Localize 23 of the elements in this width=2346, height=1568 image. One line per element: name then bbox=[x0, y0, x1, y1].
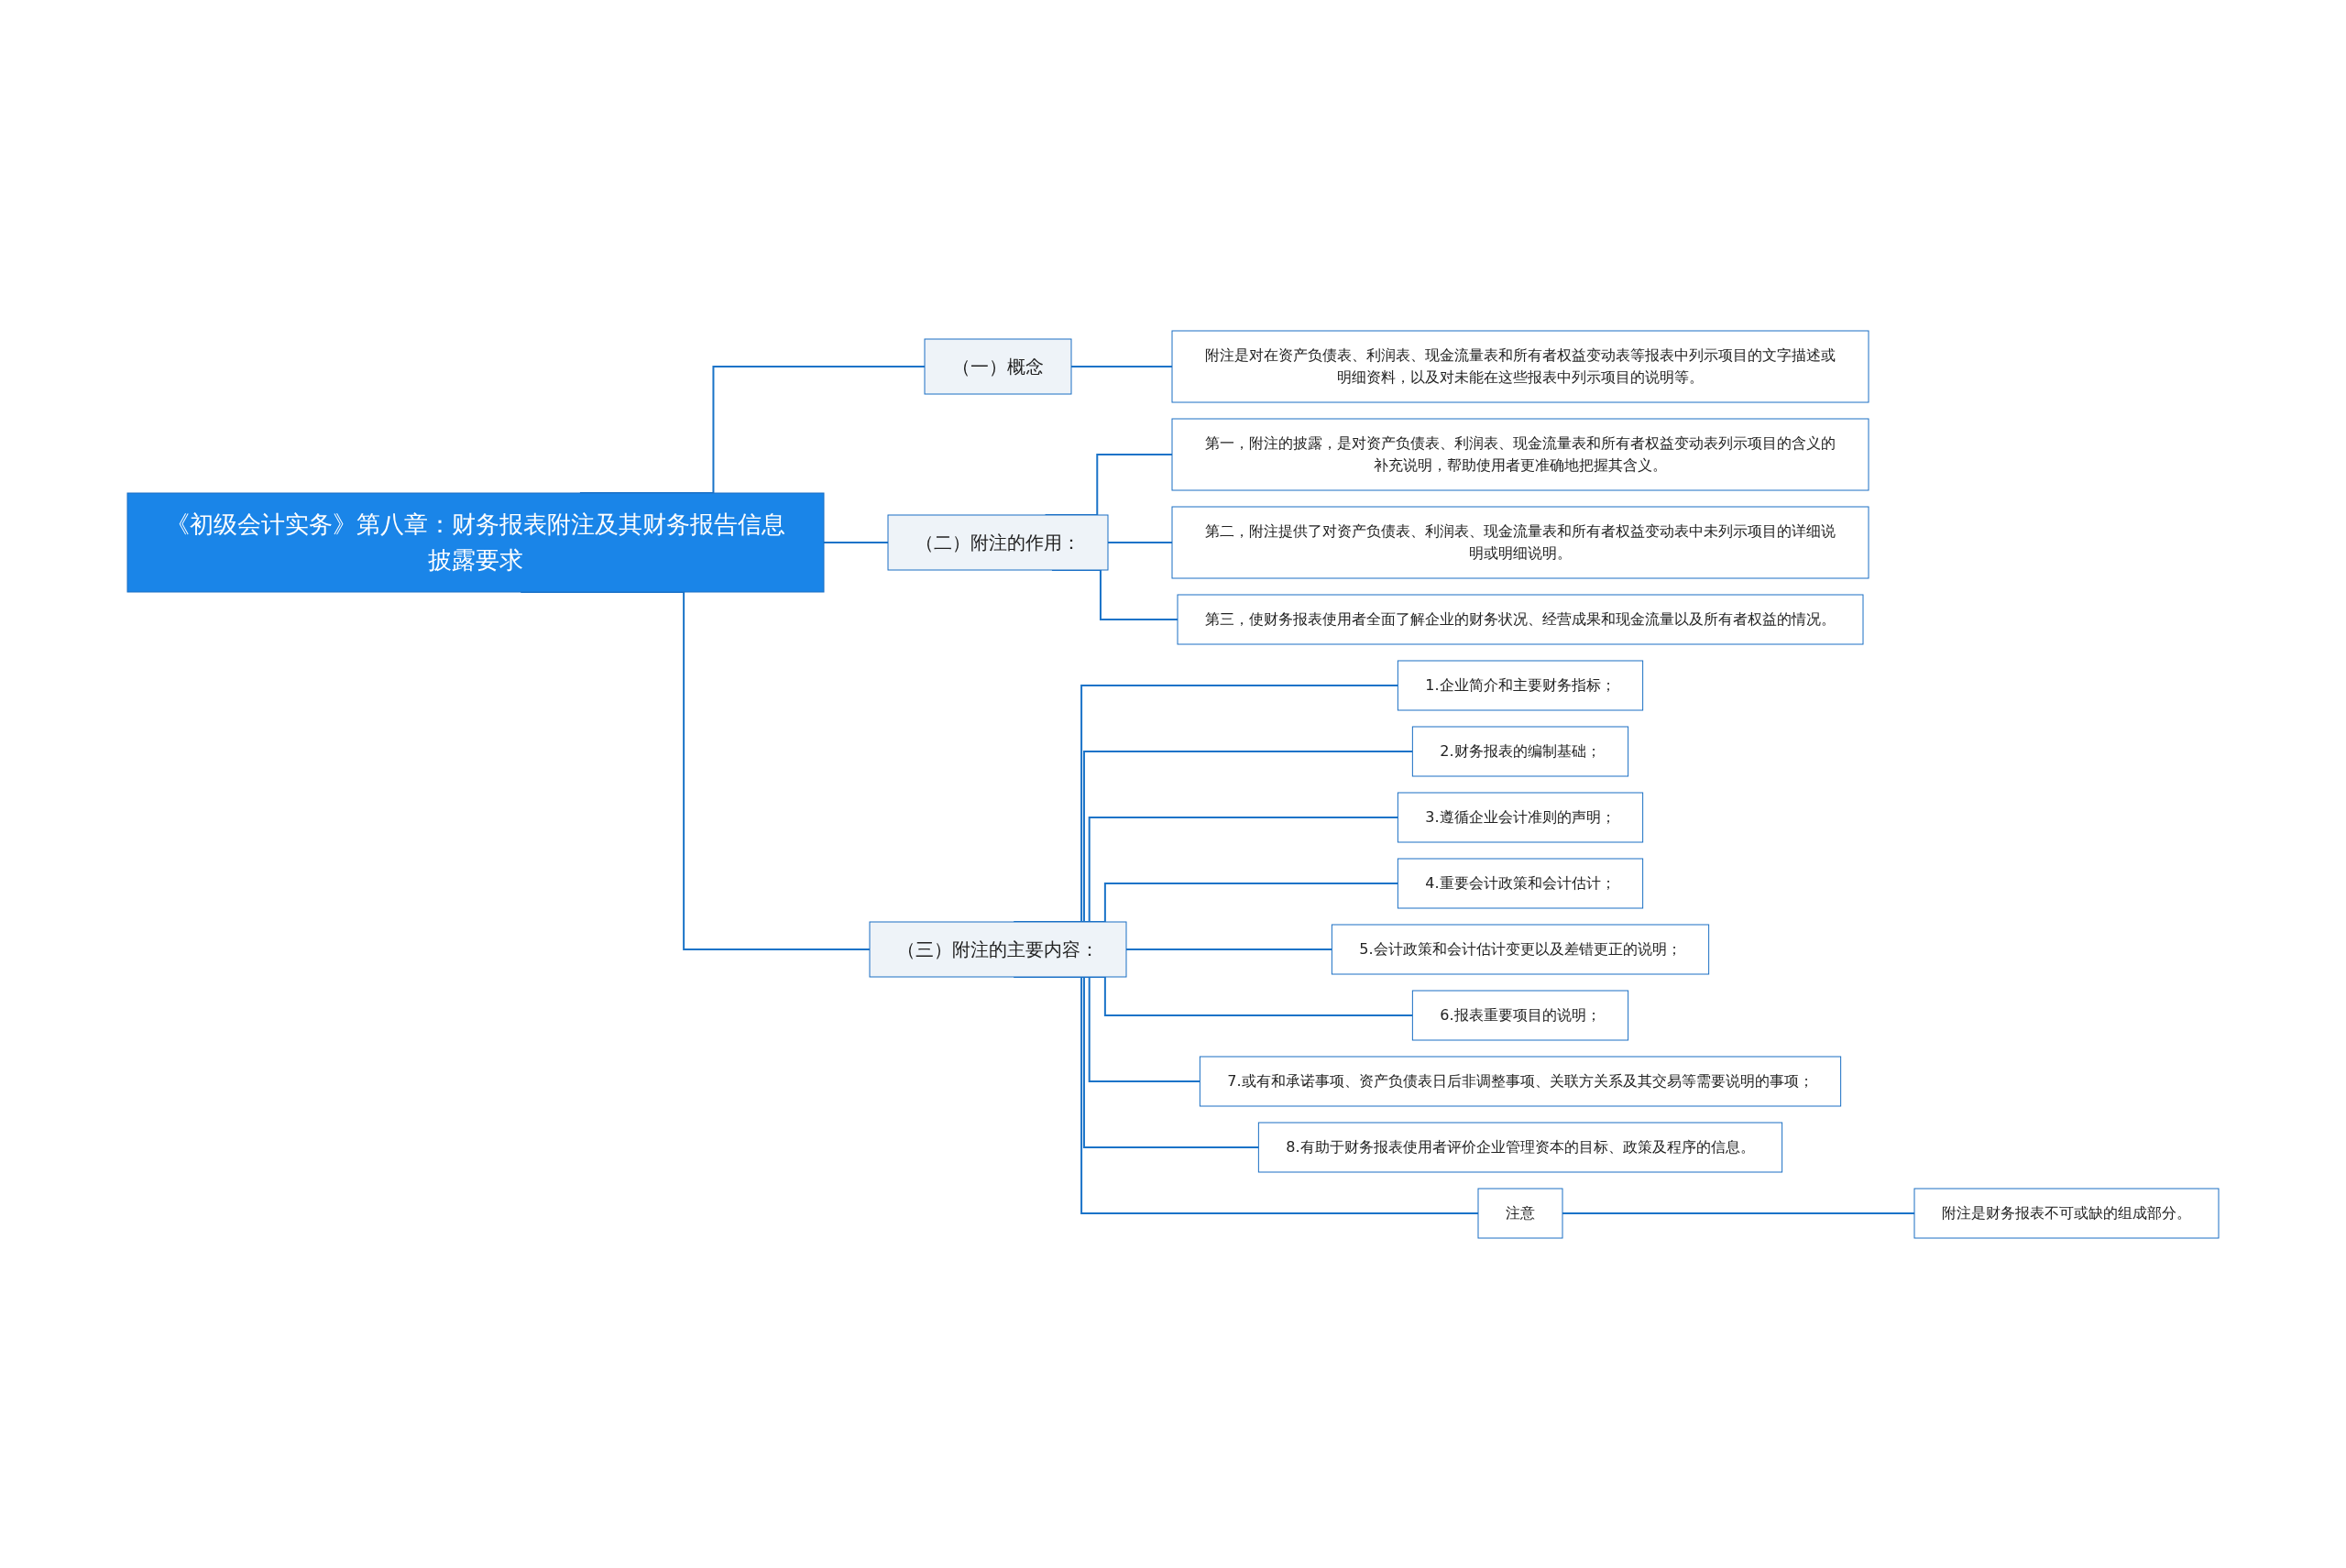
node-box: （二）附注的作用： bbox=[887, 514, 1109, 570]
node-box: 《初级会计实务》第八章：财务报表附注及其财务报告信息披露要求 bbox=[126, 492, 825, 592]
node-box: 3.遵循企业会计准则的声明； bbox=[1397, 792, 1644, 842]
node-box: 附注是财务报表不可或缺的组成部分。 bbox=[1913, 1188, 2220, 1238]
connector bbox=[1125, 948, 1333, 950]
connector bbox=[1562, 1212, 1915, 1214]
node-box: 8.有助于财务报表使用者评价企业管理资本的目标、政策及程序的信息。 bbox=[1257, 1122, 1783, 1172]
node-box: 附注是对在资产负债表、利润表、现金流量表和所有者权益变动表等报表中列示项目的文字描述或明细资料，以及对未能在这些报表中列示项目的说明等。 bbox=[1171, 330, 1869, 402]
node-box: 6.报表重要项目的说明； bbox=[1411, 990, 1629, 1040]
node-box: 7.或有和承诺事项、资产负债表日后非调整事项、关联方关系及其交易等需要说明的事项； bbox=[1199, 1056, 1842, 1106]
node-box: （一）概念 bbox=[924, 338, 1072, 394]
connector bbox=[1107, 541, 1173, 543]
node-box: （三）附注的主要内容： bbox=[869, 921, 1127, 977]
node-box: 5.会计政策和会计估计变更以及差错更正的说明； bbox=[1331, 924, 1710, 974]
node-box: 2.财务报表的编制基础； bbox=[1411, 726, 1629, 776]
node-box: 4.重要会计政策和会计估计； bbox=[1397, 858, 1644, 908]
node-box: 1.企业简介和主要财务指标； bbox=[1397, 660, 1644, 710]
node-box: 第二，附注提供了对资产负债表、利润表、现金流量表和所有者权益变动表中未列示项目的详细说明或明细说明。 bbox=[1171, 506, 1869, 578]
node-box: 第一，附注的披露，是对资产负债表、利润表、现金流量表和所有者权益变动表列示项目的含义的补充说明，帮助使用者更准确地把握其含义。 bbox=[1171, 418, 1869, 490]
connector bbox=[823, 541, 889, 543]
node-box: 注意 bbox=[1477, 1188, 1563, 1238]
node-box: 第三，使财务报表使用者全面了解企业的财务状况、经营成果和现金流量以及所有者权益的情况。 bbox=[1177, 594, 1864, 644]
connector bbox=[1070, 365, 1173, 367]
